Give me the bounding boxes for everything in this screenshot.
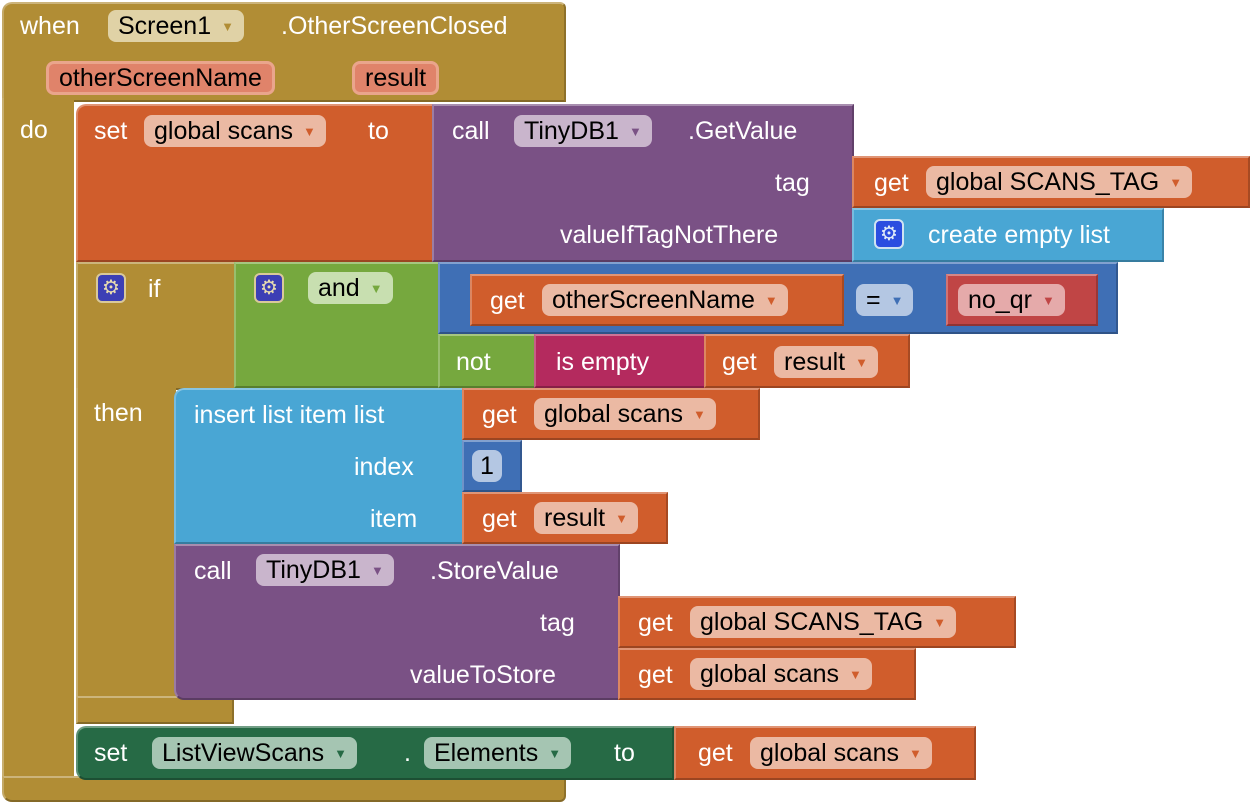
if-bottom-bar [76, 696, 234, 724]
dropdown-arrow-icon: ▼ [933, 615, 947, 631]
get-label: get [490, 287, 525, 315]
screen-dropdown[interactable]: Screen1 ▼ [108, 10, 244, 42]
dropdown-arrow-icon: ▼ [692, 407, 706, 423]
dropdown-arrow-icon: ▼ [848, 667, 862, 683]
if-label: if [148, 275, 161, 303]
get-label: get [638, 609, 673, 637]
to-label: to [368, 117, 389, 145]
is-empty-label: is empty [556, 348, 650, 376]
get-label: get [874, 169, 909, 197]
tinydb1-dropdown[interactable]: TinyDB1 ▼ [514, 115, 652, 147]
result-value: result [544, 504, 606, 532]
call-label: call [194, 557, 232, 585]
dropdown-arrow-icon: ▼ [334, 746, 347, 762]
global-scans-value: global scans [154, 117, 293, 145]
insert-list-item-label: insert list item list [194, 401, 385, 429]
scans-tag-dropdown[interactable]: global SCANS_TAG ▼ [926, 166, 1193, 198]
dropdown-arrow-icon: ▼ [302, 124, 316, 140]
not-label: not [456, 348, 491, 376]
index-label: index [354, 453, 414, 481]
compare-operator-dropdown[interactable]: =▼ [856, 284, 914, 316]
event-name-label: .OtherScreenClosed [281, 12, 508, 40]
not-block[interactable] [438, 334, 538, 388]
get-label: get [482, 401, 517, 429]
dropdown-arrow-icon: ▼ [548, 746, 562, 762]
index-number-field[interactable]: 1 [472, 450, 502, 482]
set-label: set [94, 117, 128, 145]
global-scans-dropdown[interactable]: global scans ▼ [690, 658, 872, 690]
if-then-left-bar [76, 388, 176, 698]
dropdown-arrow-icon: ▼ [890, 293, 904, 309]
get-other-screen-name-block[interactable] [470, 274, 844, 326]
set-label: set [94, 739, 128, 767]
create-empty-list-block[interactable] [852, 208, 1164, 262]
tinydb1-dropdown[interactable]: TinyDB1 ▼ [256, 554, 394, 586]
get-label: get [722, 348, 757, 376]
value-if-tag-not-there-label: valueIfTagNotThere [560, 221, 779, 249]
when-label: when [20, 12, 80, 40]
item-label: item [370, 505, 418, 533]
and-mutator-gear-icon[interactable]: ⚙ [254, 273, 284, 303]
listview-dropdown[interactable]: ListViewScans ▼ [152, 737, 357, 769]
get-label: get [482, 505, 517, 533]
result-dropdown[interactable]: result ▼ [534, 502, 639, 534]
global-scans-value: global scans [700, 660, 839, 688]
do-label: do [20, 116, 48, 144]
result-value: result [784, 348, 846, 376]
no-qr-value: no_qr [968, 286, 1032, 314]
global-scans-value: global scans [760, 739, 899, 767]
get-label: get [638, 661, 673, 689]
mutator-gear-icon[interactable]: ⚙ [874, 219, 904, 249]
dropdown-arrow-icon: ▼ [855, 355, 869, 371]
property-value: Elements [434, 739, 539, 767]
if-mutator-gear-icon[interactable]: ⚙ [96, 273, 126, 303]
getvalue-method-label: .GetValue [688, 117, 798, 145]
global-scans-dropdown[interactable]: global scans ▼ [144, 115, 326, 147]
global-scans-dropdown[interactable]: global scans ▼ [534, 398, 716, 430]
scans-tag-dropdown[interactable]: global SCANS_TAG ▼ [690, 606, 957, 638]
other-screen-name-dropdown[interactable]: otherScreenName ▼ [542, 284, 788, 316]
dropdown-arrow-icon: ▼ [370, 563, 384, 579]
then-label: then [94, 399, 143, 427]
other-screen-name-value: otherScreenName [552, 286, 755, 314]
dot-label: . [404, 739, 411, 767]
dropdown-arrow-icon: ▼ [1169, 175, 1183, 191]
dropdown-arrow-icon: ▼ [628, 124, 642, 140]
call-label: call [452, 117, 490, 145]
dropdown-arrow-icon: ▼ [908, 746, 922, 762]
is-empty-block[interactable] [534, 334, 708, 388]
no-qr-dropdown[interactable]: no_qr ▼ [958, 284, 1065, 316]
global-scans-value: global scans [544, 400, 683, 428]
tinydb1-value: TinyDB1 [266, 556, 361, 584]
and-value: and [318, 274, 360, 302]
result-dropdown[interactable]: result ▼ [774, 346, 879, 378]
event-bottom-bar [2, 776, 566, 802]
scans-tag-value: global SCANS_TAG [700, 608, 924, 636]
create-empty-list-label: create empty list [928, 221, 1111, 249]
to-label: to [614, 739, 635, 767]
tinydb1-value: TinyDB1 [524, 117, 619, 145]
param-result[interactable]: result [352, 61, 440, 95]
compare-operator-value: = [866, 286, 881, 314]
dropdown-arrow-icon: ▼ [369, 281, 383, 297]
property-dropdown[interactable]: Elements ▼ [424, 737, 572, 769]
global-scans-dropdown[interactable]: global scans ▼ [750, 737, 932, 769]
param-other-screen-name[interactable]: otherScreenName [46, 61, 275, 95]
scans-tag-value: global SCANS_TAG [936, 168, 1160, 196]
dropdown-arrow-icon: ▼ [1041, 293, 1055, 309]
dropdown-arrow-icon: ▼ [221, 19, 234, 35]
dropdown-arrow-icon: ▼ [615, 511, 629, 527]
screen-dropdown-value: Screen1 [118, 12, 212, 40]
tinydb-storevalue-block[interactable] [174, 544, 620, 700]
storevalue-method-label: .StoreValue [430, 557, 559, 585]
listview-value: ListViewScans [162, 739, 325, 767]
event-do-bar [2, 98, 74, 778]
get-label: get [698, 739, 733, 767]
value-to-store-label: valueToStore [410, 661, 556, 689]
tag-label: tag [775, 169, 810, 197]
tag-label: tag [540, 609, 575, 637]
dropdown-arrow-icon: ▼ [764, 293, 778, 309]
and-dropdown[interactable]: and ▼ [308, 272, 393, 304]
